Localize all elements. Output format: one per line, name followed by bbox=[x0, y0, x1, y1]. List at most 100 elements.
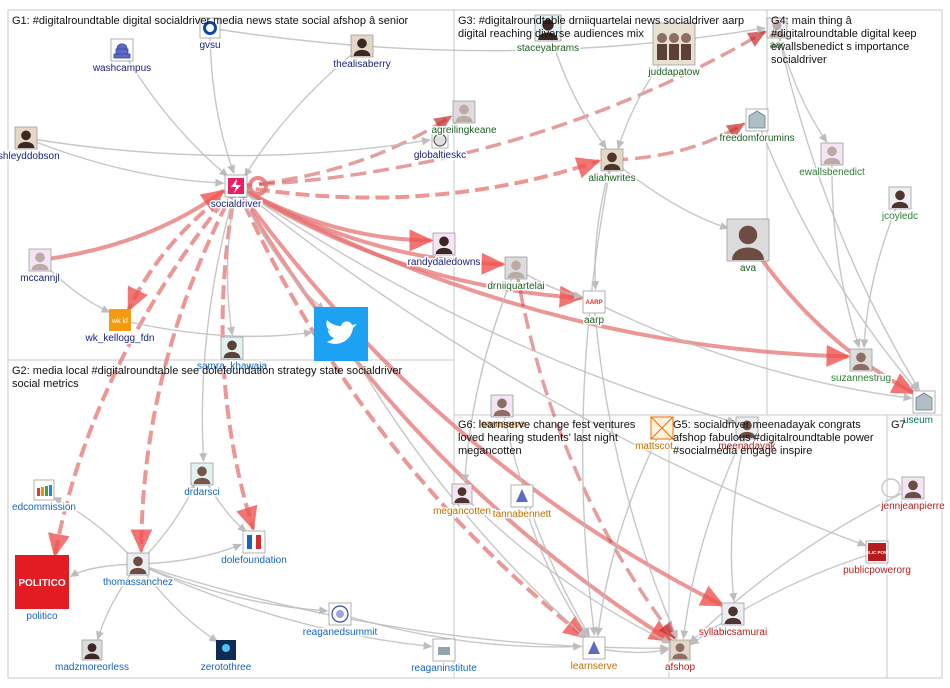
node-label-reaganedsummit: reaganedsummit bbox=[303, 627, 378, 638]
node-reaganedsummit[interactable]: reaganedsummit bbox=[301, 602, 379, 640]
edge-jennjeanpierre-afshop bbox=[689, 487, 914, 644]
node-staceyabrams[interactable]: staceyabrams bbox=[515, 14, 581, 56]
node-label-publicpowerorg: publicpowerorg bbox=[843, 565, 911, 576]
politico-logo-text: POLITICO bbox=[18, 578, 65, 589]
avatar-icon bbox=[14, 126, 38, 150]
node-wk_kellogg_fdn[interactable]: wk kf wk_kellogg_fdn bbox=[83, 309, 156, 346]
avatar-icon bbox=[901, 476, 925, 500]
node-drniiquartelai[interactable]: drniiquartelai bbox=[486, 256, 546, 294]
node-socialdriver[interactable]: socialdriver bbox=[209, 174, 263, 212]
capitol-icon bbox=[110, 38, 134, 62]
edge-mccannjl-socialdriver bbox=[39, 188, 226, 262]
node-learnserve_top[interactable]: learnserve bbox=[477, 394, 527, 432]
node-juddapatow[interactable]: juddapatow bbox=[646, 22, 702, 80]
building-icon bbox=[912, 390, 936, 414]
shield-icon bbox=[199, 17, 221, 39]
group-label-G1: G1: #digitalroundtable digital socialdri… bbox=[12, 15, 409, 27]
node-meenadayak[interactable]: meenadayak bbox=[717, 416, 778, 454]
node-museum[interactable]: useum bbox=[901, 390, 936, 428]
node-drdarsci[interactable]: drdarsci bbox=[183, 462, 221, 500]
node-afshop[interactable]: afshop bbox=[663, 639, 697, 675]
node-freedomforumins[interactable]: freedomforumins bbox=[718, 108, 796, 146]
node-suzannestrug[interactable]: suzannestrug bbox=[829, 348, 893, 386]
publicpower-logo-text: PUBLIC POWER bbox=[859, 550, 895, 555]
group-box-G7 bbox=[886, 414, 943, 679]
self-loop-jennjeanpierre bbox=[881, 478, 901, 498]
node-label-ashleyddobson: ashleyddobson bbox=[0, 151, 60, 162]
node-agreilingkeane[interactable]: agreilingkeane bbox=[430, 100, 498, 138]
edge-socialdriver-samra_khawaja bbox=[226, 185, 237, 336]
node-reaganinstitute[interactable]: reaganinstitute bbox=[410, 638, 479, 676]
node-learnserve[interactable]: learnserve bbox=[569, 636, 619, 674]
edge-thomassanchez-reaganinstitute bbox=[137, 563, 433, 650]
avatar-icon bbox=[534, 14, 562, 42]
node-label-thomassanchez: thomassanchez bbox=[103, 577, 173, 588]
dole-logo-icon bbox=[242, 530, 266, 554]
aarp-logo-text: AARP bbox=[585, 300, 602, 306]
avatar-icon bbox=[721, 602, 745, 626]
group-label-G4: G4: main thing â #digitalroundtable digi… bbox=[771, 15, 920, 66]
avatar-icon bbox=[451, 483, 473, 505]
avatar-icon bbox=[888, 186, 912, 210]
edge-staceyabrams-aliahwrites bbox=[547, 27, 607, 150]
node-label-juddapatow: juddapatow bbox=[647, 67, 700, 78]
edge-aliahwrites-aarp bbox=[591, 159, 613, 291]
node-tannabennett[interactable]: tannabennett bbox=[491, 484, 553, 522]
node-zerotothree[interactable]: zerotothree bbox=[199, 640, 253, 675]
broken-image-icon bbox=[650, 416, 674, 440]
node-label-jcoyledc: jcoyledc bbox=[881, 211, 918, 222]
node-label-ava: ava bbox=[740, 263, 757, 274]
node-aarpfl[interactable]: aar bbox=[766, 17, 788, 53]
node-mattscott[interactable]: mattscot bbox=[634, 416, 675, 454]
avatar-icon bbox=[452, 100, 476, 124]
avatar-icon bbox=[600, 148, 624, 172]
avatar-icon bbox=[504, 256, 528, 280]
node-label-dolefoundation: dolefoundation bbox=[221, 555, 287, 566]
node-mccannjl[interactable]: mccannjl bbox=[19, 248, 61, 286]
avatar-icon bbox=[820, 142, 844, 166]
node-samra_khawaja[interactable]: samra_khawaja bbox=[195, 336, 269, 374]
node-madzmoreorless[interactable]: madzmoreorless bbox=[54, 639, 130, 675]
node-dolefoundation[interactable]: dolefoundation bbox=[220, 530, 288, 568]
wkkf-logo-text: wk kf bbox=[111, 318, 128, 325]
edge-aarp-afshop bbox=[593, 301, 678, 640]
node-washcampus[interactable]: washcampus bbox=[90, 38, 153, 76]
edge-socialdriver-wk_kellogg_fdn bbox=[126, 184, 238, 312]
node-publicpowerorg[interactable]: PUBLIC POWER publicpowerorg bbox=[842, 540, 912, 578]
edge-aliahwrites-ava bbox=[611, 159, 730, 230]
edge-megancotten-afshop bbox=[461, 493, 672, 644]
node-randydaledowns[interactable]: randydaledowns bbox=[406, 232, 482, 270]
edges-layer bbox=[25, 25, 920, 656]
nodes-layer: washcampus gvsu thealisaberry ashleyddobson… bbox=[0, 14, 947, 676]
node-edcommission[interactable]: edcommission bbox=[11, 479, 77, 515]
node-label-gvsu: gvsu bbox=[199, 40, 220, 51]
edge-thomassanchez-reaganedsummit bbox=[137, 563, 329, 615]
edge-wk_kellogg_fdn-twitter bbox=[119, 319, 314, 338]
node-label-wk_kellogg_fdn: wk_kellogg_fdn bbox=[85, 333, 155, 344]
node-aliahwrites[interactable]: aliahwrites bbox=[587, 148, 637, 186]
node-gvsu[interactable]: gvsu bbox=[198, 17, 222, 53]
node-label-drniiquartelai: drniiquartelai bbox=[487, 281, 544, 292]
node-label-madzmoreorless: madzmoreorless bbox=[55, 662, 129, 673]
node-megancotten[interactable]: megancotten bbox=[432, 483, 492, 519]
node-ashleyddobson[interactable]: ashleyddobson bbox=[0, 126, 61, 164]
node-ewallsbenedict[interactable]: ewallsbenedict bbox=[798, 142, 867, 180]
edge-mattscott-learnserve bbox=[594, 427, 663, 637]
edge-drniiquartelai-megancotten bbox=[461, 267, 517, 484]
node-label-megancotten: megancotten bbox=[433, 506, 491, 517]
node-globaltieskc[interactable]: globaltieskc bbox=[412, 131, 468, 163]
node-twitter[interactable] bbox=[314, 307, 368, 361]
node-label-tannabennett: tannabennett bbox=[493, 509, 552, 520]
edge-freedomforumins-museum bbox=[756, 119, 919, 392]
avatar-icon bbox=[669, 639, 691, 661]
node-thomassanchez[interactable]: thomassanchez bbox=[101, 552, 175, 590]
node-label-museum: useum bbox=[903, 415, 933, 426]
node-jcoyledc[interactable]: jcoyledc bbox=[879, 186, 920, 224]
node-thealisaberry[interactable]: thealisaberry bbox=[332, 34, 392, 72]
node-jennjeanpierre[interactable]: jennjeanpierre bbox=[879, 476, 947, 514]
node-ava[interactable]: ava bbox=[726, 218, 770, 276]
avatar-icon bbox=[220, 336, 244, 360]
node-syllabicsamurai[interactable]: syllabicsamurai bbox=[697, 602, 769, 640]
